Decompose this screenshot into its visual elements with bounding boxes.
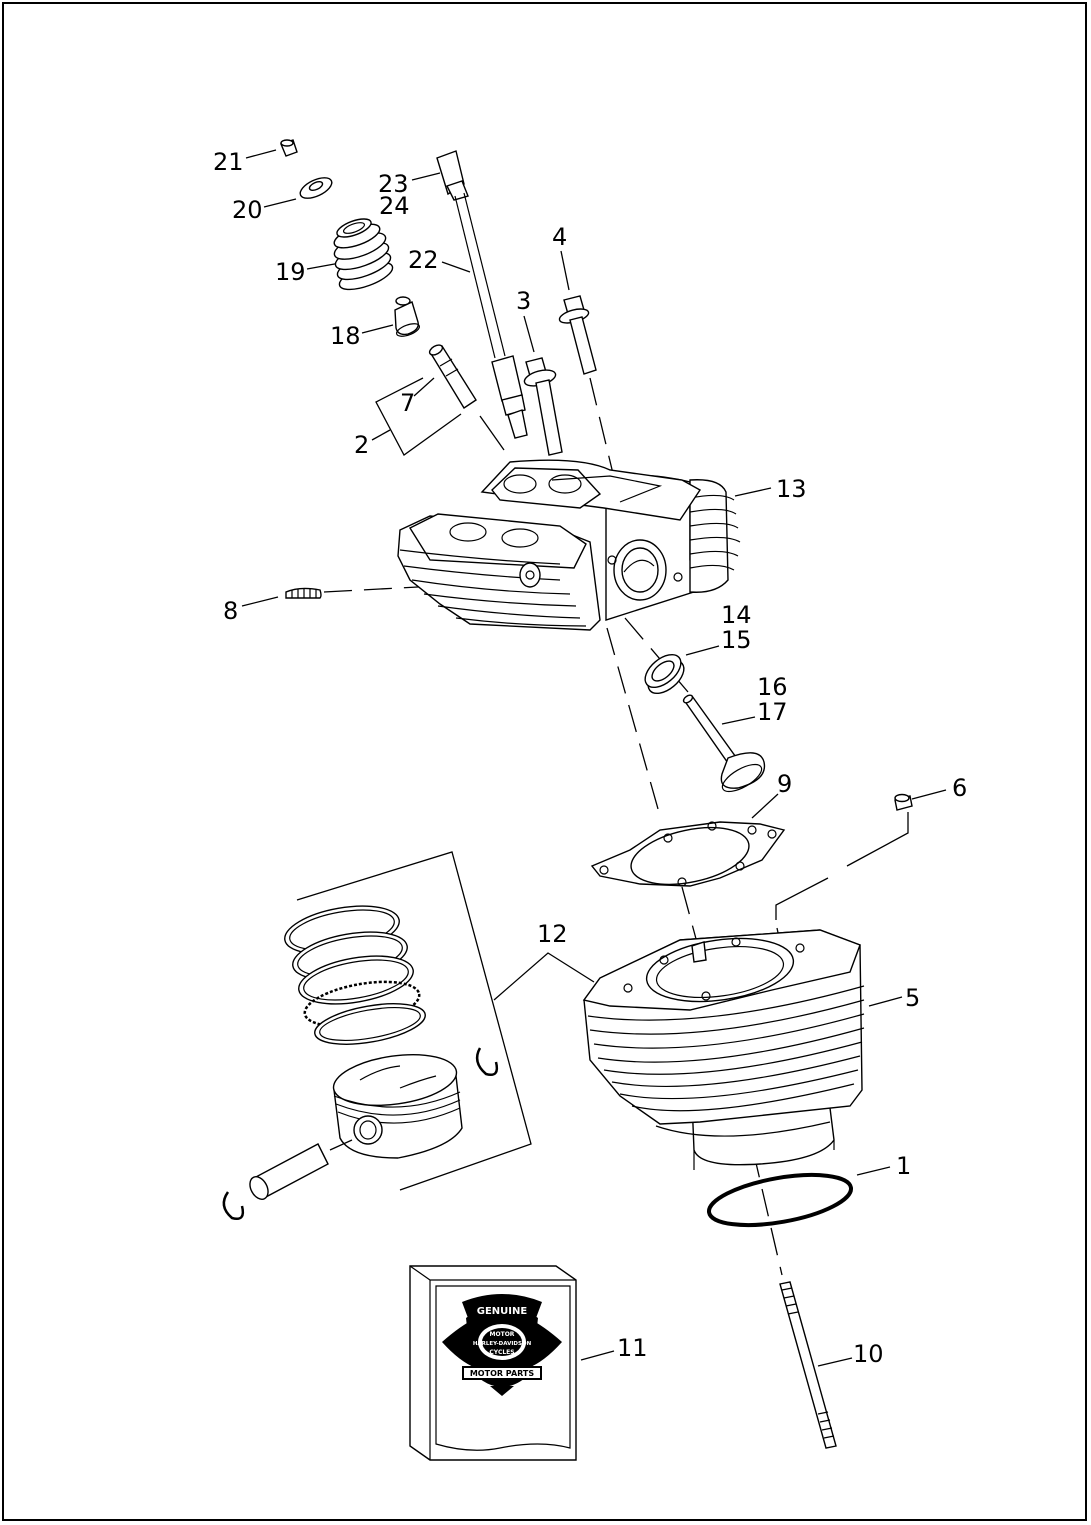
piston-rings (284, 905, 426, 1045)
valve-spring (333, 218, 394, 291)
head-gasket (590, 821, 786, 887)
callout-19: 19 (275, 258, 306, 286)
cylinder-head (397, 459, 741, 631)
cylinder-head-bolt-long (558, 295, 597, 375)
callout-16: 16 (757, 673, 788, 701)
callout-4: 4 (552, 223, 567, 251)
cylinder (582, 929, 865, 1170)
callout-23: 23 (378, 170, 409, 198)
callout-12: 12 (537, 920, 568, 948)
genuine-parts-logo: GENUINE MOTOR HARLEY-DAVIDSON CYCLES MOT… (442, 1294, 562, 1396)
spring-pin (285, 587, 322, 599)
callout-14: 14 (721, 601, 752, 629)
callout-17: 17 (757, 698, 788, 726)
callout-10: 10 (853, 1340, 884, 1368)
piston (332, 1054, 463, 1159)
callout-21: 21 (213, 148, 244, 176)
callout-20: 20 (232, 196, 263, 224)
callout-6: 6 (952, 774, 967, 802)
cylinder-stud (779, 1281, 837, 1449)
callout-9: 9 (777, 770, 792, 798)
valve-keeper (280, 139, 298, 157)
temperature-sensor (436, 150, 528, 439)
o-ring (706, 1172, 854, 1228)
valve-guide (428, 344, 477, 409)
logo-brand-text: HARLEY-DAVIDSON (473, 1341, 532, 1347)
callout-13: 13 (776, 475, 807, 503)
leader-lines (241, 149, 947, 1367)
callout-8: 8 (223, 597, 238, 625)
callout-15: 15 (721, 626, 752, 654)
callout-labels: 21 20 19 18 23 24 22 4 3 7 2 13 8 14 15 … (213, 148, 967, 1368)
spring-retainer (299, 177, 333, 199)
valve-seal (394, 296, 421, 337)
cylinder-head-bolt-short (523, 357, 563, 456)
callout-7: 7 (400, 389, 415, 417)
piston-pin (249, 1139, 353, 1200)
logo-genuine-text: GENUINE (477, 1306, 528, 1317)
callout-3: 3 (516, 287, 531, 315)
callout-2: 2 (354, 431, 369, 459)
piston-pin-clip-right (475, 1047, 499, 1076)
dowel-pin (894, 793, 913, 811)
valve (682, 694, 766, 793)
callout-22: 22 (408, 246, 439, 274)
logo-cycles-text: CYCLES (489, 1349, 514, 1356)
valve-seat (644, 653, 685, 695)
piston-pin-clip-left (222, 1191, 245, 1220)
logo-motor-text: MOTOR (490, 1331, 515, 1338)
callout-11: 11 (617, 1334, 648, 1362)
callout-18: 18 (330, 322, 361, 350)
piston-kit-bracket (296, 851, 532, 1191)
callout-24: 24 (379, 192, 410, 220)
callout-5: 5 (905, 984, 920, 1012)
logo-motor-parts-text: MOTOR PARTS (470, 1369, 535, 1378)
callout-1: 1 (896, 1152, 911, 1180)
